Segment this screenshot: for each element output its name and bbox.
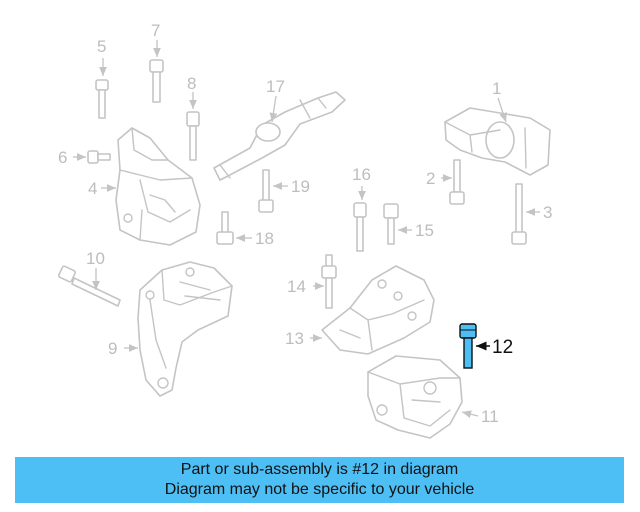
callout-17: 17 [266, 77, 285, 96]
callout-15: 15 [415, 221, 434, 240]
part-12-bolt-highlighted [459, 323, 477, 369]
part-8-bolt [186, 111, 200, 161]
caption-line-1: Part or sub-assembly is #12 in diagram [180, 461, 459, 478]
part-15-bolt [383, 203, 399, 245]
part-16-bolt [353, 202, 367, 252]
callout-18: 18 [255, 229, 274, 248]
callout-9: 9 [108, 339, 117, 358]
callout-3: 3 [543, 203, 552, 222]
callout-1: 1 [492, 79, 501, 98]
callout-14: 14 [287, 277, 306, 296]
part-9-bracket [137, 261, 233, 397]
callout-5: 5 [97, 37, 106, 56]
part-11-mount [367, 355, 463, 439]
callout-11: 11 [481, 407, 499, 426]
part-13-mount [321, 265, 435, 355]
part-10-bolt [57, 265, 121, 307]
part-4-mount [115, 127, 201, 246]
callout-6: 6 [58, 148, 67, 167]
part-3-bolt [511, 183, 527, 245]
part-1-bracket [444, 107, 551, 176]
part-7-bolt [149, 59, 164, 103]
callout-7: 7 [151, 21, 160, 40]
callout-labels: 5 7 8 6 4 17 1 2 3 19 16 15 18 10 9 14 1… [58, 21, 552, 426]
callout-8: 8 [187, 74, 196, 93]
part-18-bolt [216, 211, 234, 245]
part-6-bolt [87, 150, 111, 164]
caption-line-2: Diagram may not be specific to your vehi… [164, 481, 475, 498]
part-14-bolt [321, 254, 337, 309]
callout-16: 16 [352, 165, 371, 184]
part-17-torque-rod [213, 91, 346, 181]
callout-19: 19 [291, 177, 310, 196]
leader-lines [73, 40, 540, 418]
callout-2: 2 [426, 169, 435, 188]
part-19-bolt [258, 169, 274, 213]
part-5-bolt [95, 79, 109, 119]
part-2-bolt [449, 159, 465, 205]
callout-4: 4 [88, 179, 97, 198]
caption-banner: Part or sub-assembly is #12 in diagram D… [15, 457, 624, 503]
callout-12: 12 [492, 337, 513, 358]
callout-10: 10 [86, 249, 105, 268]
callout-13: 13 [285, 329, 304, 348]
